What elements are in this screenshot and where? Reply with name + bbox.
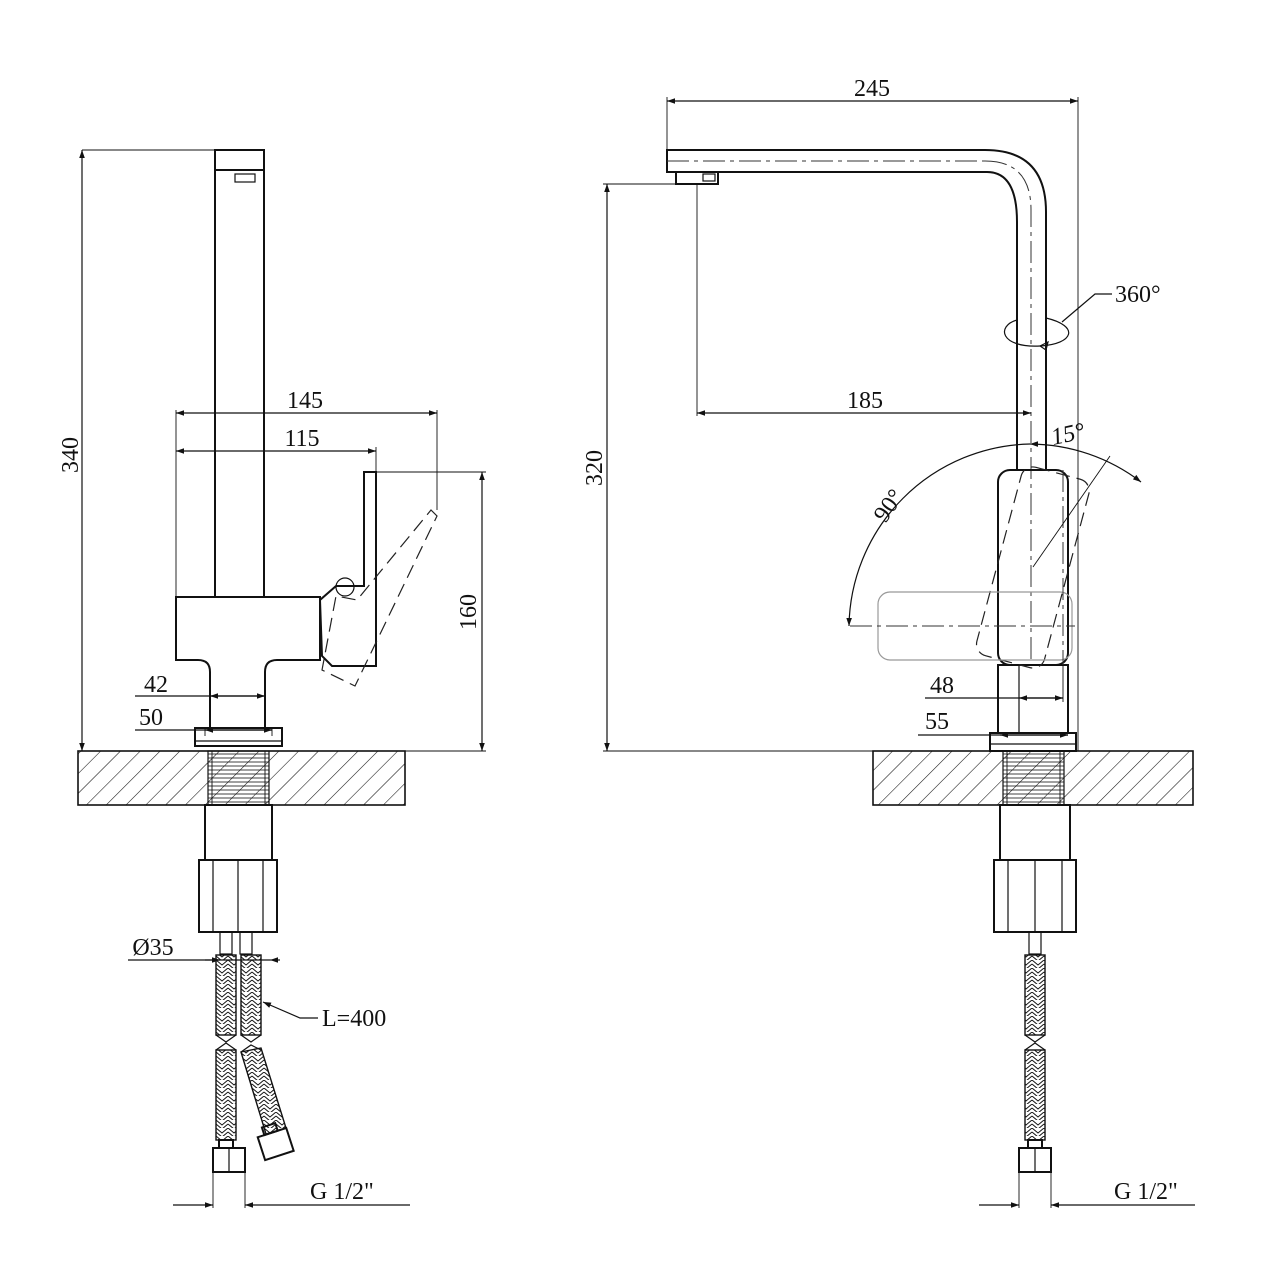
- base-ring-left: [194, 727, 283, 747]
- lever-front: [997, 469, 1069, 666]
- front-view: 245 320 185 360° 15° 90° 48 55: [582, 76, 1195, 1208]
- hose-left-lower: [215, 1049, 237, 1141]
- dim-base-50-label: 50: [139, 705, 163, 731]
- lever-front-tilted-ghost: [975, 466, 1090, 669]
- threaded-shank-right: [1002, 750, 1065, 806]
- dim-height-label: 340: [58, 437, 84, 473]
- tilt-arc-15: [1029, 441, 1142, 483]
- dim-diameter-label: Ø35: [132, 935, 173, 961]
- spout-column-side: [214, 149, 265, 598]
- hose-left-upper: [215, 954, 237, 1036]
- hose-right-upper: [240, 954, 262, 1036]
- mixer-body-side: [175, 596, 321, 729]
- dim-body-width-label: 115: [284, 426, 319, 452]
- spout-arm-front: [666, 149, 1047, 471]
- mixer-body-front: [997, 664, 1069, 734]
- hose-right-lower: [240, 1047, 287, 1135]
- tilt-angle-label: 15°: [1049, 418, 1088, 451]
- hose-front-upper: [1024, 954, 1046, 1036]
- lever-side: [318, 471, 377, 667]
- dim-lever-width-label: 145: [287, 388, 323, 414]
- swivel-arc: [1003, 317, 1070, 347]
- dim-base-48-label: 48: [930, 673, 954, 699]
- dim-spout-height-label: 320: [582, 450, 608, 486]
- lever-side-tilted-ghost: [321, 509, 438, 687]
- hose-front-lower: [1024, 1049, 1046, 1141]
- base-ring-right: [989, 732, 1077, 752]
- dim-base-42-label: 42: [144, 672, 168, 698]
- rotation-angle-label: 90°: [869, 485, 910, 527]
- side-view: 340 145 115 160 42 50 Ø35 L=400: [58, 149, 486, 1208]
- dim-base-55-label: 55: [925, 709, 949, 735]
- hose-length-label: L=400: [322, 1006, 386, 1032]
- swivel-angle-label: 360°: [1115, 282, 1161, 308]
- thread-label-left: G 1/2": [310, 1179, 374, 1205]
- fitting-g12-right: [256, 1126, 295, 1162]
- dim-reach-label: 245: [854, 76, 890, 102]
- dim-spout-offset-label: 185: [847, 388, 883, 414]
- rotation-arc-90: [846, 443, 1031, 627]
- dim-lever-height-label: 160: [456, 594, 482, 630]
- thread-label-right: G 1/2": [1114, 1179, 1178, 1205]
- threaded-shank-left: [207, 750, 270, 806]
